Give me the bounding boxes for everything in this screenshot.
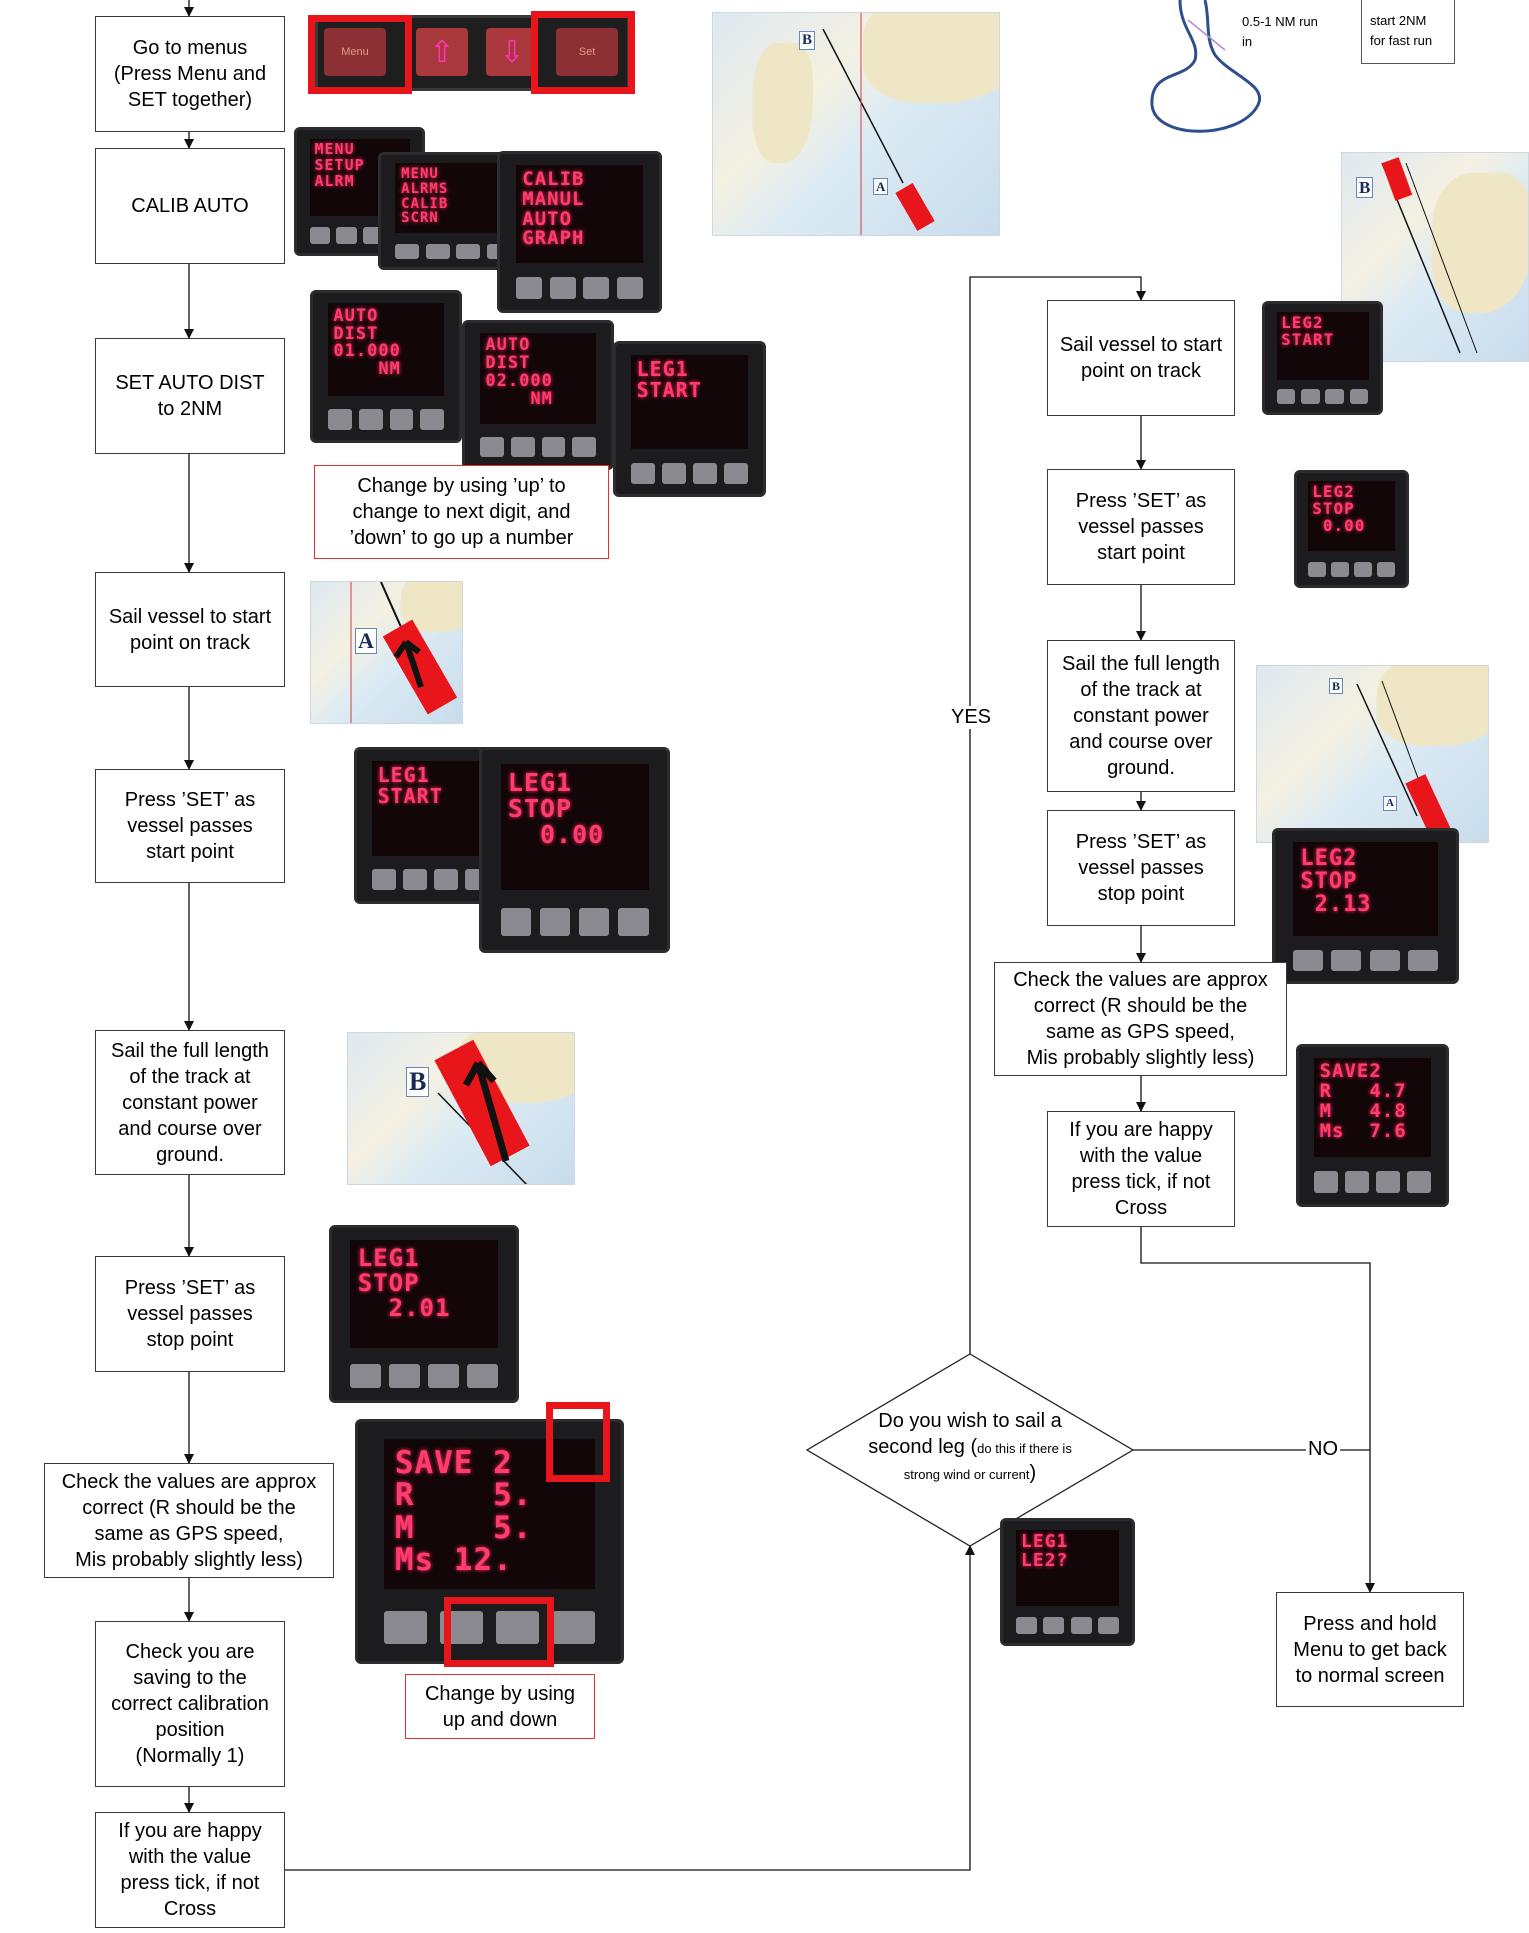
- menu-key-highlight: [308, 15, 412, 94]
- display-menu-list: MENU ALRMS CALIB SCRN: [378, 152, 528, 270]
- nav-chart-overview: B A: [712, 12, 1000, 236]
- no-label: NO: [1306, 1438, 1340, 1461]
- step-press-set-start: Press ’SET’ as vessel passes start point: [95, 769, 285, 883]
- step-calib-auto: CALIB AUTO: [95, 148, 285, 264]
- decision-question: Do you wish to sail a second leg (do thi…: [868, 1410, 1072, 1484]
- step2-press-set-start: Press ’SET’ as vessel passes start point: [1047, 469, 1235, 585]
- control-panel-photo: Menu ⇧ ⇩ Set: [315, 15, 630, 91]
- step-press-set-stop: Press ’SET’ as vessel passes stop point: [95, 1256, 285, 1372]
- step2-check-values: Check the values are approx correct (R s…: [994, 962, 1287, 1076]
- run-in-note: 0.5-1 NM run in: [1242, 14, 1318, 50]
- step-sail-full-length: Sail the full length of the track at con…: [95, 1030, 285, 1175]
- display-leg2-stop-2: LEG2 STOP 2.13: [1272, 828, 1459, 984]
- step2-if-happy: If you are happy with the value press ti…: [1047, 1111, 1235, 1227]
- note-change-up-down: Change by using up and down: [405, 1674, 595, 1739]
- display-calib: CALIB MANUL AUTO GRAPH: [497, 151, 662, 313]
- yes-label: YES: [951, 706, 992, 729]
- step-if-happy: If you are happy with the value press ti…: [95, 1812, 285, 1928]
- display-auto-dist-1: AUTO DIST 01.000 NM: [310, 290, 462, 443]
- step-check-position: Check you are saving to the correct cali…: [95, 1621, 285, 1787]
- step-press-hold-menu: Press and hold Menu to get back to norma…: [1276, 1592, 1464, 1707]
- nav-chart-leg2-run: B A: [1256, 665, 1489, 843]
- fast-run-note: start 2NM for fast run: [1361, 0, 1455, 64]
- display-leg-choice: LEG1 LE2?: [1000, 1518, 1135, 1646]
- display-auto-dist-2: AUTO DIST 02.000 NM: [462, 320, 614, 470]
- menu-key: Menu: [324, 28, 386, 76]
- display-leg2-stop-0: LEG2 STOP 0.00: [1294, 470, 1409, 588]
- decision-diamond: [805, 1353, 1135, 1547]
- step2-press-set-stop: Press ’SET’ as vessel passes stop point: [1047, 810, 1235, 926]
- display-leg1-stop-2: LEG1 STOP 2.01: [329, 1225, 519, 1403]
- step-go-to-menus: Go to menus (Press Menu and SET together…: [95, 16, 285, 132]
- nav-chart-start-a: A: [310, 581, 463, 724]
- set-key: Set: [556, 28, 618, 76]
- nav-chart-run-b: B: [347, 1032, 575, 1185]
- set-key-highlight: [531, 11, 635, 94]
- note-change-digits: Change by using ’up’ to change to next d…: [314, 465, 609, 559]
- display-leg1-stop-0: LEG1 STOP 0.00: [479, 747, 670, 953]
- down-arrow-icon: ⇩: [486, 28, 538, 76]
- display-save-leg2: SAVE2 R 4.7 M 4.8 Ms 7.6: [1296, 1044, 1449, 1207]
- step2-sail-to-start: Sail vessel to start point on track: [1047, 300, 1235, 416]
- step-sail-to-start: Sail vessel to start point on track: [95, 572, 285, 687]
- position-highlight: [546, 1402, 610, 1482]
- display-save-leg1: SAVE 2 R 5. M 5. Ms 12.: [355, 1419, 624, 1664]
- display-leg2-start: LEG2 START: [1262, 301, 1383, 415]
- up-arrow-icon: ⇧: [416, 28, 468, 76]
- step2-sail-full-length: Sail the full length of the track at con…: [1047, 640, 1235, 792]
- step-set-auto-dist: SET AUTO DIST to 2NM: [95, 338, 285, 454]
- course-loop: [1150, 0, 1262, 133]
- up-down-highlight: [444, 1597, 554, 1667]
- display-leg1-start: LEG1 START: [613, 341, 766, 497]
- step-check-values: Check the values are approx correct (R s…: [44, 1463, 334, 1578]
